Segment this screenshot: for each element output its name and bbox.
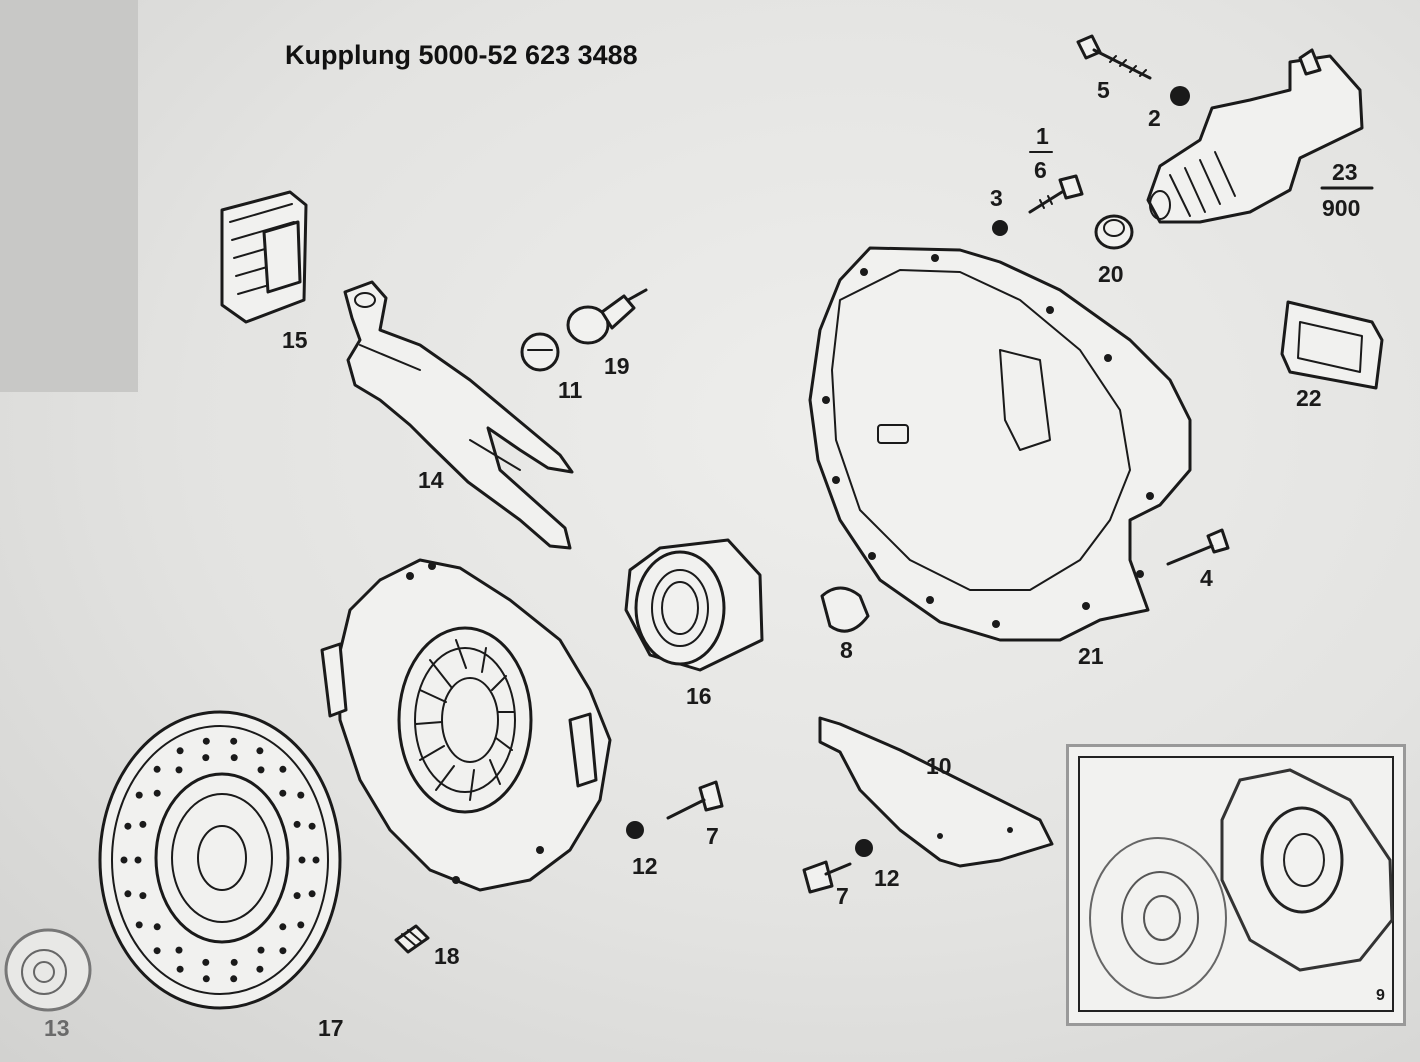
disc-rivet <box>230 958 238 966</box>
part-22-gasket <box>1280 300 1384 390</box>
label-part-18: 18 <box>434 943 460 969</box>
part-8-plug <box>820 586 870 633</box>
part-18-spring <box>394 924 430 954</box>
disc-rivet <box>202 958 210 966</box>
disc-rivet <box>175 766 183 774</box>
disc-rivet <box>120 856 128 864</box>
label-part-16: 16 <box>686 683 712 709</box>
part-4-bolt <box>1166 528 1230 566</box>
disc-rivet <box>297 791 305 799</box>
inset-kit-drawing <box>1089 768 1394 999</box>
disc-rivet <box>297 921 305 929</box>
disc-rivet <box>176 965 184 973</box>
label-part-13: 13 <box>44 1015 70 1041</box>
label-part-3: 3 <box>990 185 1003 211</box>
pressure-plate <box>320 558 612 892</box>
label-part-4: 4 <box>1200 565 1213 591</box>
label-part-19: 19 <box>604 353 630 379</box>
disc-rivet <box>202 754 210 762</box>
inset-frame <box>1078 756 1394 1012</box>
label-part-10: 10 <box>926 753 952 779</box>
part-17-clutch-disc <box>98 710 342 1010</box>
scan-corner-patch <box>0 0 138 392</box>
part-16-release-bearing <box>624 538 764 672</box>
label-part-20: 20 <box>1098 261 1124 287</box>
disc-rivet <box>139 892 147 900</box>
disc-rivet <box>257 946 265 954</box>
disc-rivet <box>202 975 210 983</box>
label-part-12-left: 12 <box>632 853 658 879</box>
part-23-slave-cylinder <box>1146 48 1374 224</box>
label-part-2: 2 <box>1148 105 1161 131</box>
part-7-bolt-left <box>666 780 724 820</box>
label-part-5: 5 <box>1097 77 1110 103</box>
disc-rivet <box>230 975 238 983</box>
disc-rivet <box>308 890 316 898</box>
part-10-cover-plate <box>818 716 1054 868</box>
label-part-22: 22 <box>1296 385 1322 411</box>
disc-rivet <box>256 747 264 755</box>
disc-rivet <box>139 820 147 828</box>
label-part-11: 11 <box>558 377 583 403</box>
label-part-9: 9 <box>1376 987 1385 1004</box>
disc-rivet <box>312 856 320 864</box>
label-part-23: 23 <box>1332 159 1358 185</box>
disc-rivet <box>135 791 143 799</box>
disc-rivet <box>279 923 287 931</box>
label-part-17: 17 <box>318 1015 344 1041</box>
label-part-900: 900 <box>1322 195 1360 221</box>
disc-rivet <box>308 822 316 830</box>
disc-rivet <box>279 765 287 773</box>
disc-rivet <box>124 890 132 898</box>
label-part-14: 14 <box>418 467 444 493</box>
disc-rivet <box>134 856 142 864</box>
part-12-washer-right <box>855 839 873 857</box>
disc-rivet <box>230 737 238 745</box>
part-11-cap <box>520 332 560 372</box>
disc-rivet <box>230 754 238 762</box>
disc-rivet <box>124 822 132 830</box>
label-part-12-right: 12 <box>874 865 900 891</box>
part-2-washer <box>1170 86 1190 106</box>
part-21-clutch-housing <box>808 246 1192 642</box>
part-19-ball-stud <box>566 288 648 345</box>
disc-rivet <box>153 789 161 797</box>
disc-rivet <box>279 789 287 797</box>
disc-rivet <box>298 856 306 864</box>
disc-rivet <box>176 747 184 755</box>
label-part-15: 15 <box>282 327 308 353</box>
label-part-21: 21 <box>1078 643 1104 669</box>
part-13-pilot-bearing <box>4 928 92 1012</box>
disc-rivet <box>153 923 161 931</box>
label-part-1: 1 <box>1036 123 1049 149</box>
disc-rivet <box>279 947 287 955</box>
disc-rivet <box>175 946 183 954</box>
label-part-8: 8 <box>840 637 853 663</box>
diagram-title: Kupplung 5000-52 623 3488 <box>285 40 638 70</box>
disc-rivet <box>257 766 265 774</box>
disc-rivet <box>256 965 264 973</box>
label-part-7-right: 7 <box>836 883 849 909</box>
part-5-bolt <box>1076 34 1152 80</box>
disc-rivet <box>202 737 210 745</box>
disc-rivet <box>293 892 301 900</box>
disc-rivet <box>153 947 161 955</box>
part-7-bolt-right <box>802 860 852 894</box>
part-14-release-fork <box>343 280 574 550</box>
disc-rivet <box>135 921 143 929</box>
label-part-7-left: 7 <box>706 823 719 849</box>
part-15-rubber-boot <box>220 190 308 324</box>
disc-rivet <box>153 765 161 773</box>
part-12-washer-left <box>626 821 644 839</box>
part-1-6-bolt <box>1028 174 1084 214</box>
part-3-washer <box>992 220 1008 236</box>
disc-rivet <box>293 820 301 828</box>
label-part-6: 6 <box>1034 157 1047 183</box>
part-20-seal <box>1094 214 1134 250</box>
